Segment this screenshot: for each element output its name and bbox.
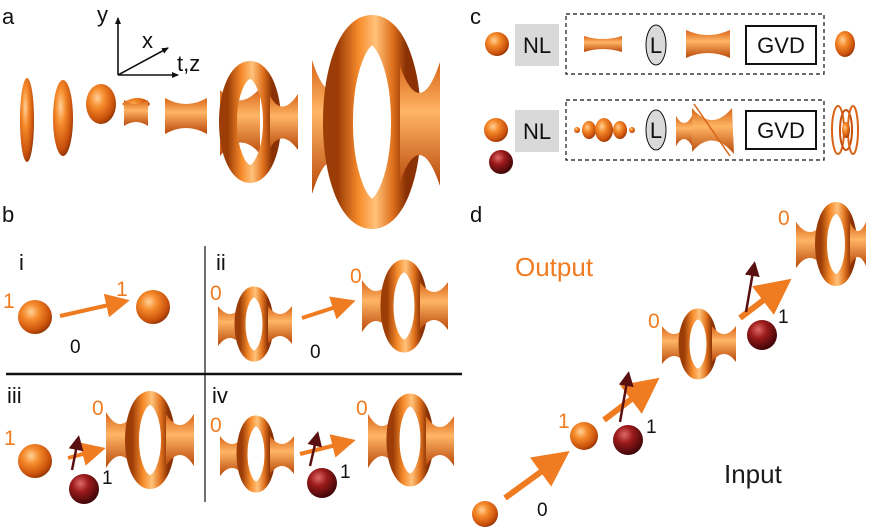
iv-torus-out — [368, 393, 454, 487]
ii-arrow — [301, 296, 356, 320]
pulse-hourglass-5 — [165, 98, 207, 134]
iv-order-in: 0 — [210, 414, 222, 437]
gvd-label-top: GVD — [757, 33, 805, 58]
iii-torus-out — [106, 391, 194, 489]
i-order-out: 1 — [116, 278, 128, 301]
nl-box-top — [515, 24, 559, 66]
iv-order-red: 1 — [340, 462, 351, 483]
lens-label-bottom: L — [650, 118, 662, 143]
iii-ball-red — [69, 474, 99, 504]
nl-label-bottom: NL — [523, 119, 551, 144]
quadrant-label-ii: ii — [216, 250, 226, 275]
gvd-box-top — [745, 25, 817, 65]
iv-arrow-red — [307, 431, 323, 467]
iv-torus-in — [220, 415, 294, 493]
iv-arrow — [299, 434, 356, 458]
iii-order-out: 0 — [92, 397, 104, 420]
panel-label-b: b — [2, 202, 14, 227]
pulse-disk-2 — [53, 80, 73, 156]
ii-torus-out — [362, 259, 448, 353]
d-arrow-2 — [602, 377, 660, 423]
axis-label-tz: t,z — [177, 51, 200, 76]
nl-box-bottom — [515, 110, 559, 152]
panel-label-d: d — [470, 202, 482, 227]
iv-order-out: 0 — [356, 397, 368, 420]
d-order-red-2: 1 — [778, 307, 789, 328]
ii-torus-in — [218, 286, 292, 362]
panel-label-a: a — [2, 4, 15, 29]
d-arrow-red-2 — [744, 261, 760, 313]
d-torus-3 — [796, 202, 866, 286]
d-red-1 — [613, 425, 643, 455]
i-ball-in — [18, 300, 52, 334]
c-output-top — [835, 31, 855, 57]
quadrant-label-iv: iv — [212, 383, 228, 408]
d-arrow-red-1 — [618, 371, 634, 423]
dashed-box-bottom — [565, 99, 825, 161]
quadrant-label-i: i — [19, 250, 24, 275]
gvd-label-bottom: GVD — [757, 118, 805, 143]
pulse-blob-3 — [86, 84, 116, 124]
pulse-torus-7 — [312, 15, 440, 229]
c-output-bottom — [831, 105, 859, 155]
iv-ball-red — [307, 468, 337, 498]
iii-arrow-red — [68, 435, 84, 471]
ii-order-out: 0 — [350, 265, 362, 288]
lens-top — [645, 24, 667, 66]
lens-label-top: L — [650, 33, 662, 58]
iii-order-red: 1 — [102, 468, 113, 489]
iii-ball-in — [18, 444, 52, 478]
axis-label-x: x — [142, 28, 153, 53]
ii-order-below: 0 — [310, 342, 321, 363]
ii-order-in: 0 — [210, 282, 222, 305]
i-arrow — [59, 293, 130, 318]
input-label: Input — [724, 459, 783, 489]
d-order-2: 0 — [648, 310, 660, 333]
iii-order-in: 1 — [4, 427, 16, 450]
quadrant-label-iii: iii — [7, 383, 22, 408]
d-order-red-1: 1 — [646, 417, 657, 438]
i-ball-out — [136, 290, 170, 324]
c-input-ball-top — [485, 32, 509, 56]
d-arrow-1 — [503, 450, 570, 501]
c-input-ball-bottom — [484, 118, 508, 142]
d-torus-2 — [662, 308, 736, 380]
c-input-red-bottom — [489, 150, 513, 174]
i-order-below: 0 — [70, 337, 81, 358]
c-pulse-top-1 — [584, 36, 622, 52]
iii-arrow — [67, 442, 106, 466]
i-order-in: 1 — [3, 290, 15, 313]
pulse-torus-6 — [219, 61, 298, 183]
c-pulse-bottom-1 — [574, 118, 635, 142]
d-arrow-3 — [738, 278, 792, 321]
d-red-2 — [747, 320, 777, 350]
output-label: Output — [515, 252, 594, 282]
gvd-box-bottom — [745, 110, 817, 150]
d-ball-1 — [570, 422, 598, 450]
c-pulse-top-2 — [686, 30, 730, 58]
nl-label-top: NL — [523, 33, 551, 58]
lens-bottom — [645, 109, 667, 151]
pulse-disk-1 — [20, 78, 34, 162]
axis-label-y: y — [97, 2, 108, 27]
pulse-hourglass-4 — [124, 100, 148, 126]
d-ball-start — [472, 501, 498, 527]
d-order-1: 1 — [558, 410, 570, 433]
panel-label-c: c — [470, 4, 481, 29]
c-pulse-bottom-2 — [676, 103, 734, 157]
d-order-start: 0 — [537, 500, 548, 521]
d-order-3: 0 — [778, 207, 790, 230]
dashed-box-top — [565, 13, 825, 75]
axes-triad: y x t,z — [97, 2, 200, 78]
